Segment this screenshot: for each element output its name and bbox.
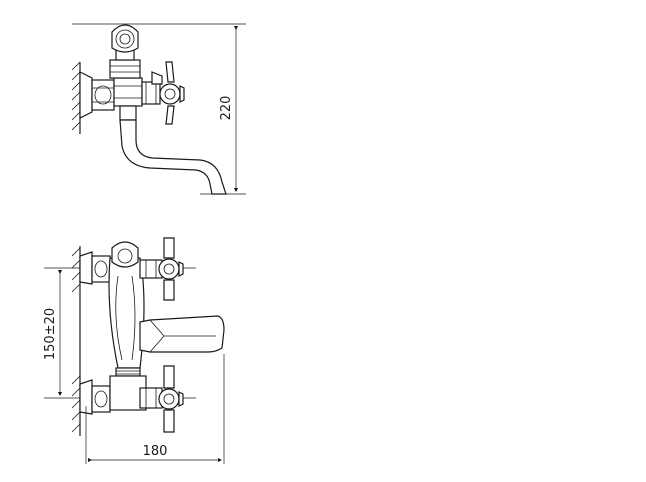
side-view: 220: [71, 23, 246, 195]
diverter-nut: [109, 59, 141, 79]
dimension-projection-label: 180: [143, 444, 168, 459]
escutcheon: [79, 71, 93, 119]
dimension-projection: [85, 354, 225, 464]
dimension-inlet-spacing-label: 150±20: [43, 308, 58, 360]
dimension-height: [72, 23, 246, 195]
valve-bonnet: [141, 81, 161, 105]
mixer-body-front: [108, 257, 145, 369]
cross-handle-lower: [158, 365, 184, 433]
escutcheon-upper: [79, 251, 93, 285]
escutcheon-lower: [79, 379, 93, 415]
diverter-front: [111, 241, 139, 268]
spout-front: [139, 315, 225, 353]
front-view: 150±20 180: [43, 237, 225, 464]
wall-side: [71, 61, 81, 134]
cross-handle-side: [159, 61, 185, 125]
spout-collar: [119, 105, 137, 121]
dimension-height-label: 220: [219, 96, 234, 121]
wall-front: [71, 246, 81, 436]
spout: [119, 119, 227, 195]
cross-handle-upper: [158, 237, 184, 301]
mixer-body: [113, 77, 143, 107]
